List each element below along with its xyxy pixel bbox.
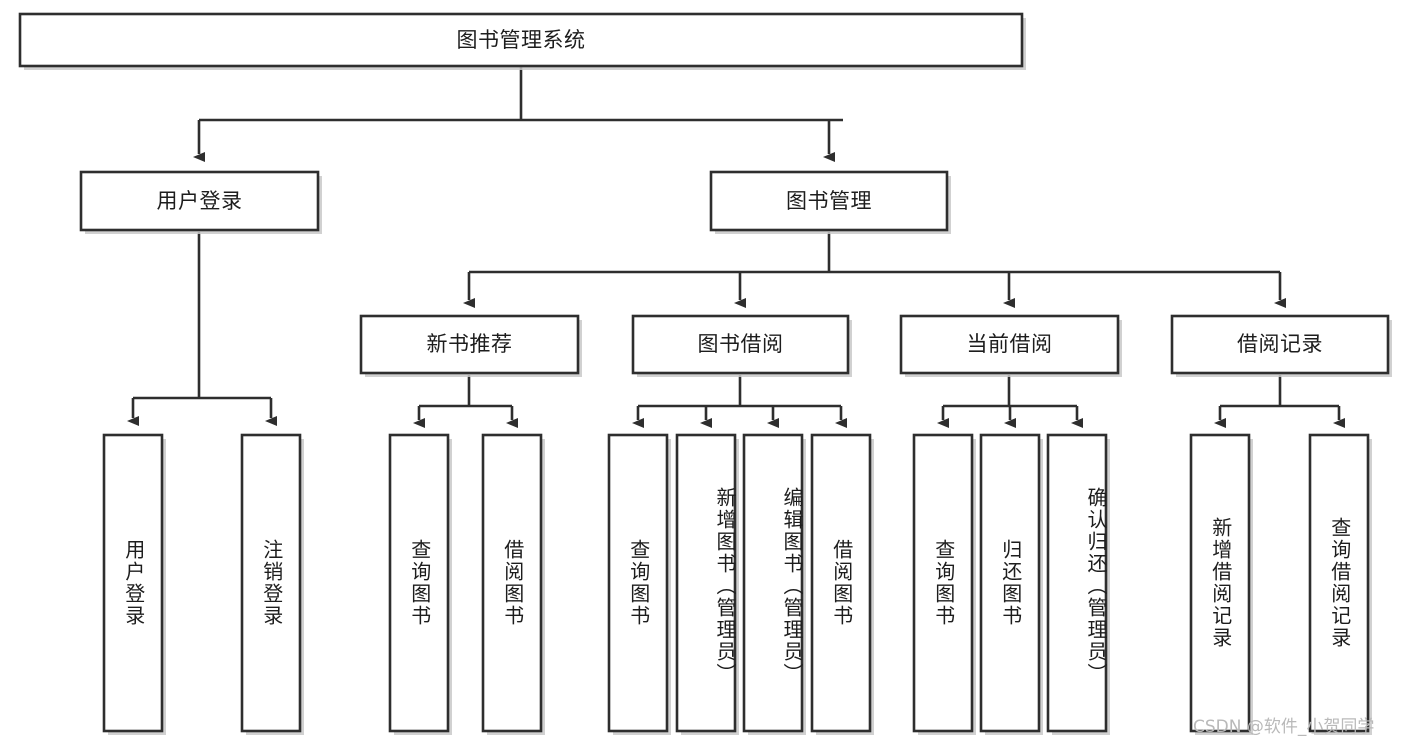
- node-leaf-edit-book[interactable]: [742, 433, 806, 735]
- node-leaf-confirm-return[interactable]: [1046, 433, 1110, 735]
- node-leaf-logout-login[interactable]: [240, 433, 304, 735]
- node-current-borrow[interactable]: [899, 314, 1122, 377]
- connector-bookborrow-to-leaves: [632, 375, 847, 428]
- node-borrow-record[interactable]: [1170, 314, 1392, 377]
- node-book-management[interactable]: [709, 170, 951, 234]
- node-leaf-query-book-2[interactable]: [607, 433, 671, 735]
- node-user-login[interactable]: [79, 170, 322, 234]
- node-leaf-query-record[interactable]: [1308, 433, 1372, 735]
- connector-borrowrecord-to-leaves: [1214, 375, 1345, 428]
- node-leaf-query-book-1[interactable]: [388, 433, 452, 735]
- node-leaf-borrow-book-1[interactable]: [481, 433, 545, 735]
- connector-root-to-level2: [193, 66, 843, 162]
- node-leaf-return-book[interactable]: [979, 433, 1043, 735]
- node-leaf-query-book-3[interactable]: [912, 433, 976, 735]
- node-leaf-add-record[interactable]: [1189, 433, 1253, 735]
- node-leaf-add-book[interactable]: [675, 433, 739, 735]
- node-leaf-user-login[interactable]: [102, 433, 166, 735]
- connector-newbook-to-leaves: [413, 375, 518, 428]
- node-leaf-borrow-book-2[interactable]: [810, 433, 874, 735]
- node-root[interactable]: [18, 12, 1026, 70]
- node-new-book-recommend[interactable]: [359, 314, 582, 377]
- connector-userlogin-to-leaves: [127, 232, 277, 426]
- node-book-borrow[interactable]: [631, 314, 852, 377]
- connector-bookmanagement-to-level3: [463, 232, 1286, 308]
- connector-currentborrow-to-leaves: [937, 375, 1083, 428]
